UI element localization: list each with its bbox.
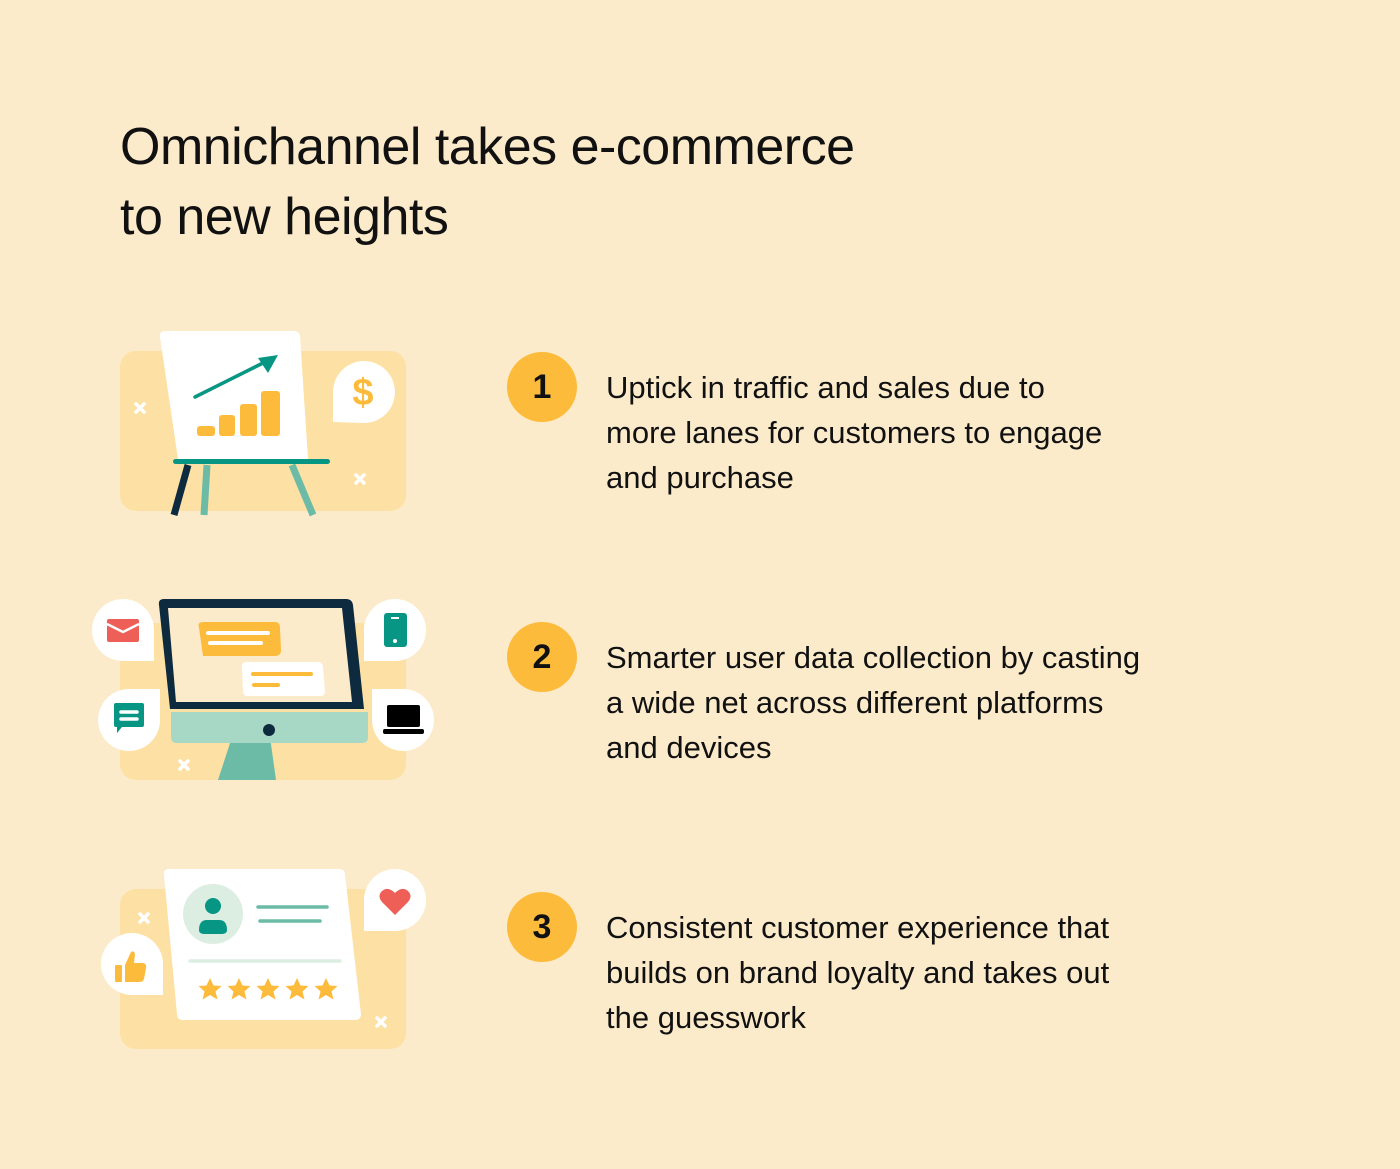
trend-arrow-icon xyxy=(193,355,278,399)
review-card-illustration xyxy=(101,869,426,1049)
benefit-text-line: Uptick in traffic and sales due to xyxy=(606,370,1045,405)
benefit-text-line: Smarter user data collection by casting xyxy=(606,640,1141,675)
benefit-text-line: and devices xyxy=(606,730,772,765)
x-mark-icon xyxy=(138,912,387,1028)
benefit-text: Smarter user data collection by casting … xyxy=(606,635,1286,770)
benefit-text-line: more lanes for customers to engage xyxy=(606,415,1103,450)
monitor-devices-illustration xyxy=(92,599,434,780)
phone-icon xyxy=(363,599,426,662)
benefit-text-line: builds on brand loyalty and takes out xyxy=(606,955,1110,990)
step-number-badge: 1 xyxy=(507,352,577,422)
email-icon xyxy=(92,599,154,661)
message-card-yellow xyxy=(198,622,281,656)
benefit-text: Uptick in traffic and sales due to more … xyxy=(606,365,1286,500)
bar-chart-icon xyxy=(197,391,280,436)
benefit-text-line: the guesswork xyxy=(606,1000,806,1035)
thumbs-up-icon xyxy=(101,933,163,995)
benefit-text-line: Consistent customer experience that xyxy=(606,910,1110,945)
page-title: Omnichannel takes e-commerce to new heig… xyxy=(120,112,855,252)
monitor-stand xyxy=(218,737,276,780)
title-line-2: to new heights xyxy=(120,188,449,246)
laptop-icon xyxy=(372,689,434,751)
user-avatar-icon xyxy=(183,884,243,944)
benefit-item-2: 2 Smarter user data collection by castin… xyxy=(0,595,1400,795)
benefit-text-line: a wide net across different platforms xyxy=(606,685,1104,720)
benefit-item-1: $ 1 Uptick in traffic and sales due to m… xyxy=(0,325,1400,525)
chat-icon xyxy=(98,689,161,751)
dollar-icon: $ xyxy=(332,361,395,424)
x-mark-icon xyxy=(134,402,366,485)
x-mark-icon xyxy=(178,759,190,771)
heart-icon xyxy=(363,869,426,932)
svg-text:$: $ xyxy=(352,372,373,414)
step-number-badge: 3 xyxy=(507,892,577,962)
title-line-1: Omnichannel takes e-commerce xyxy=(120,118,855,176)
benefit-text-line: and purchase xyxy=(606,460,794,495)
easel-chart-illustration: $ xyxy=(120,331,406,517)
step-number-badge: 2 xyxy=(507,622,577,692)
five-star-rating-icon xyxy=(198,978,338,1000)
message-card-white xyxy=(241,662,325,696)
easel-board xyxy=(159,331,308,459)
benefit-item-3: 3 Consistent customer experience that bu… xyxy=(0,865,1400,1065)
benefit-text: Consistent customer experience that buil… xyxy=(606,905,1286,1040)
